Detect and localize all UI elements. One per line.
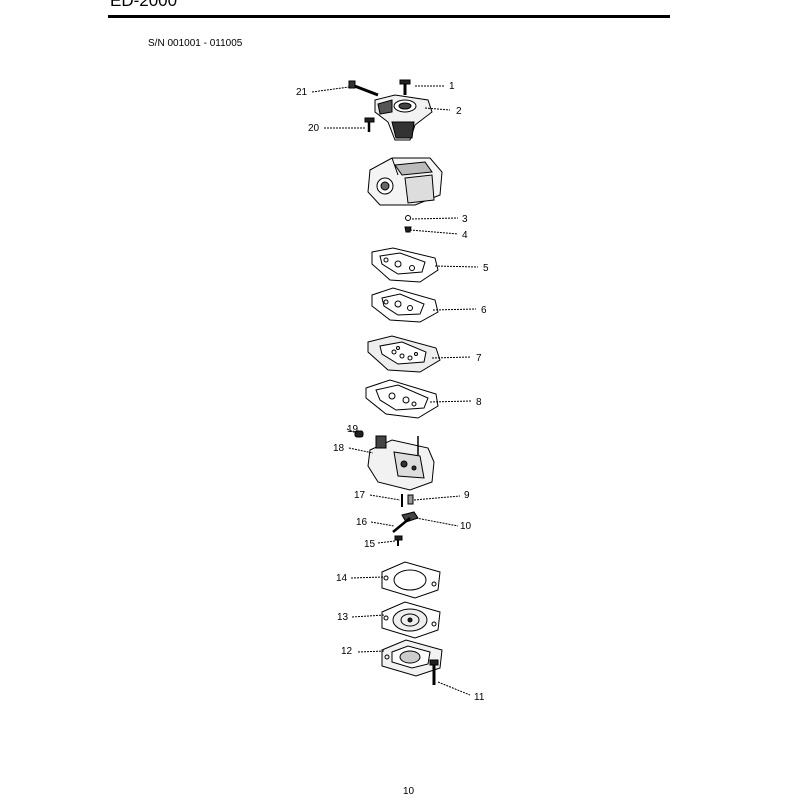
- leader-lines: [311, 85, 479, 696]
- callout-14: 14: [336, 573, 348, 584]
- serial-range: S/N 001001 - 011005: [148, 38, 243, 49]
- callout-1: 1: [449, 81, 455, 92]
- part-21-screw: [348, 80, 379, 97]
- part-6-diaphragm: [371, 287, 439, 323]
- part-16-pin: [392, 517, 411, 533]
- callout-9: 9: [464, 490, 470, 501]
- carburetor-body: [367, 157, 443, 206]
- part-9-spring: [407, 494, 414, 505]
- part-19-plug: [354, 430, 364, 438]
- part-10-lever: [401, 511, 419, 523]
- part-8-gasket: [365, 379, 439, 419]
- callout-7: 7: [476, 353, 482, 364]
- part-2-pump-body: [374, 94, 433, 141]
- part-11-screw: [429, 659, 439, 685]
- callout-6: 6: [481, 305, 487, 316]
- callout-4: 4: [462, 230, 468, 241]
- part-7-plate: [367, 335, 441, 373]
- part-20-screw: [364, 117, 375, 132]
- page-number: 10: [403, 786, 415, 797]
- model-title: ED-2000: [110, 0, 178, 10]
- header-rule: [108, 15, 670, 18]
- part-15-screw: [394, 535, 403, 546]
- callout-8: 8: [476, 397, 482, 408]
- part-14-gasket: [381, 561, 441, 599]
- part-5-gasket: [371, 247, 439, 283]
- callout-13: 13: [337, 612, 349, 623]
- callout-19: 19: [347, 424, 359, 435]
- part-3-ring: [405, 215, 411, 221]
- callout-12: 12: [341, 646, 353, 657]
- part-4-needle: [404, 226, 412, 233]
- part-12-cover: [381, 639, 443, 677]
- callout-11: 11: [474, 692, 485, 703]
- callout-10: 10: [460, 521, 472, 532]
- callout-3: 3: [462, 214, 468, 225]
- callout-2: 2: [456, 106, 462, 117]
- callout-21: 21: [296, 87, 308, 98]
- part-13-diaphragm: [381, 601, 441, 639]
- callout-15: 15: [364, 539, 376, 550]
- callout-16: 16: [356, 517, 368, 528]
- callout-20: 20: [308, 123, 320, 134]
- callout-17: 17: [354, 490, 366, 501]
- part-18-metering-body: [367, 435, 435, 491]
- callout-5: 5: [483, 263, 489, 274]
- callout-18: 18: [333, 443, 345, 454]
- part-1-screw: [399, 79, 411, 95]
